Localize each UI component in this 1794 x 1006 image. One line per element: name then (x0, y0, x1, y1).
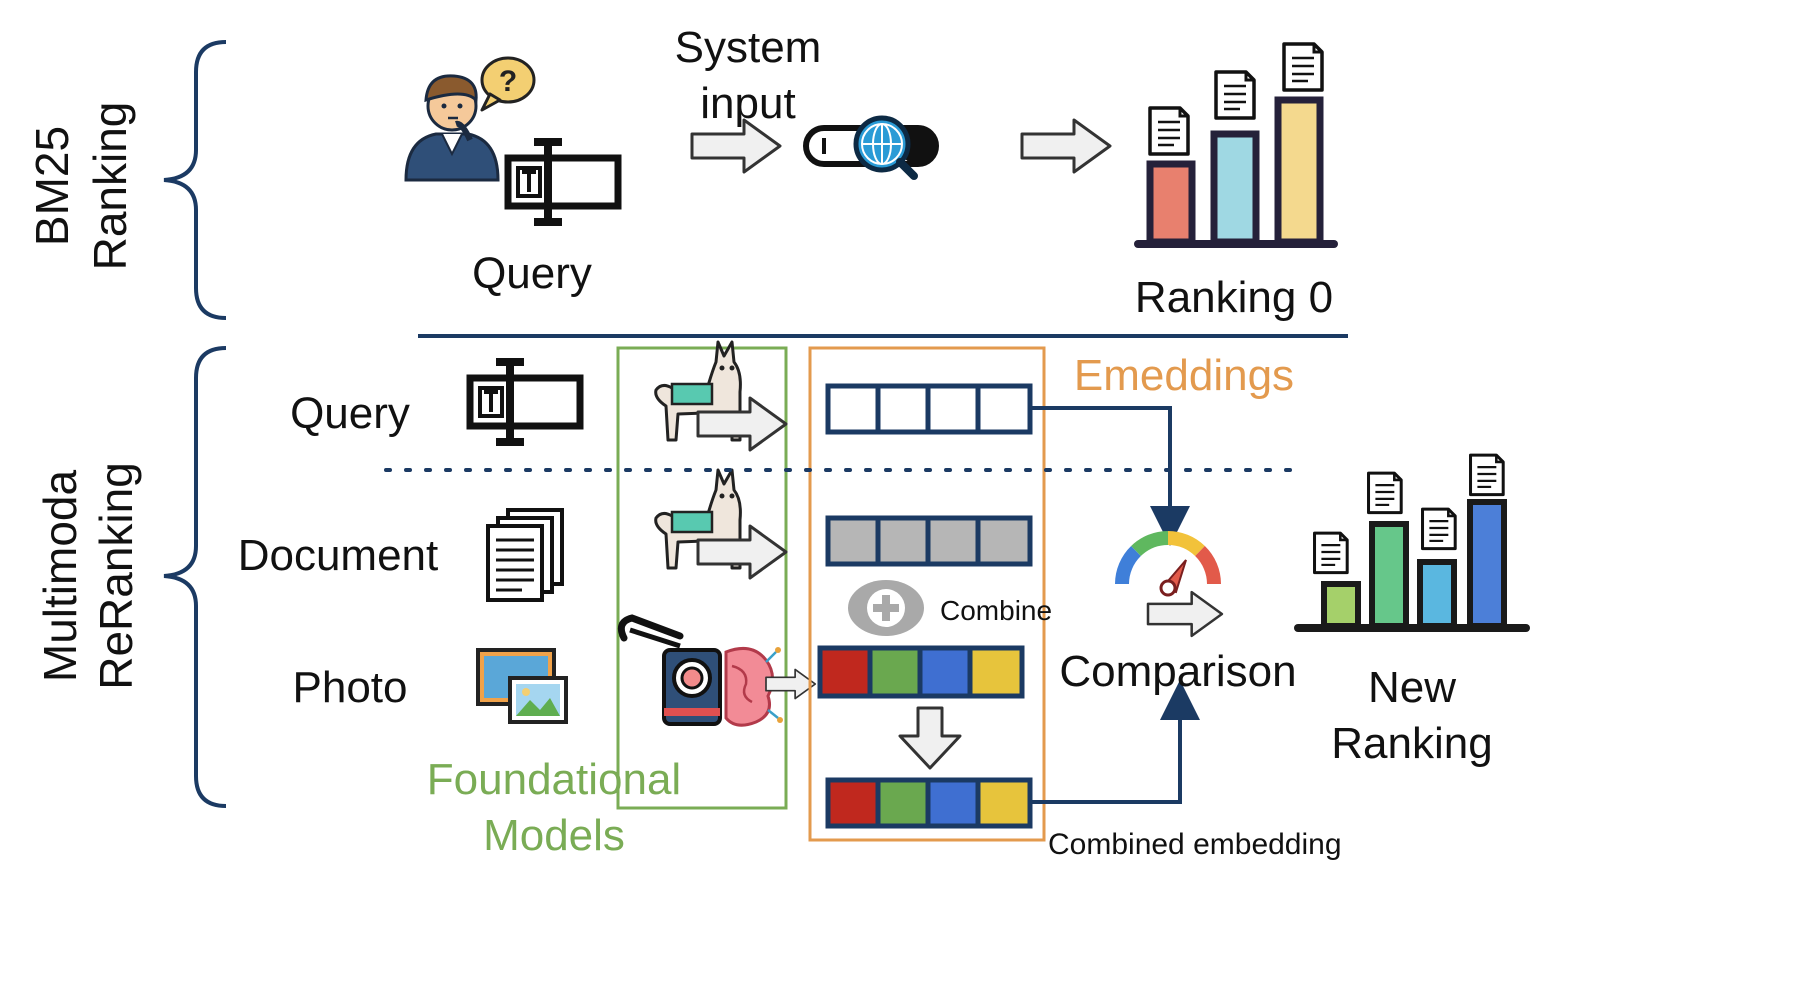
gauge-icon (1115, 531, 1221, 597)
combined-embedding (825, 777, 1033, 829)
document-icon-7 (1469, 453, 1505, 497)
foundational-models-label: Foundational (427, 755, 681, 804)
ranking-0-label: Ranking 0 (1135, 273, 1333, 322)
new-ranking-label-2: Ranking (1331, 719, 1492, 768)
row-photo-label: Photo (293, 663, 408, 712)
query-embedding (825, 383, 1033, 435)
document-icon-3 (1282, 42, 1324, 92)
document-stack-icon (486, 508, 564, 602)
arrow-down-icon (898, 706, 962, 770)
new-ranking-label: New (1368, 663, 1456, 712)
question-bubble-icon: ? (480, 56, 536, 112)
bm25-side-label-2: Ranking (84, 102, 136, 271)
multimodal-brace (163, 346, 227, 808)
system-input-label-2: input (700, 79, 795, 128)
document-icon (1148, 106, 1190, 156)
thinking-person-icon (404, 74, 500, 182)
arrow-right-icon-6 (1146, 590, 1224, 638)
bm25-query-label: Query (472, 249, 592, 298)
foundational-models-label-2: Models (483, 811, 625, 860)
document-embedding (825, 515, 1033, 567)
multimodal-side-label: Multimoda (34, 469, 86, 682)
bm25-side-label: BM25 (26, 126, 78, 246)
embeddings-label: Emeddings (1074, 351, 1294, 400)
arrow-right-icon-2 (1020, 118, 1112, 174)
text-cursor-icon (508, 142, 618, 222)
row-query-label: Query (290, 389, 410, 438)
bm25-brace (163, 40, 227, 320)
document-icon-2 (1214, 70, 1256, 120)
document-icon-6 (1421, 507, 1457, 551)
photo-stack-icon (476, 648, 568, 724)
system-input-label: System (675, 23, 822, 72)
photo-embedding (817, 645, 1025, 699)
brain-icon (724, 646, 783, 727)
foundational-models-box (616, 346, 788, 810)
document-icon-4 (1313, 531, 1349, 575)
svg-text:?: ? (499, 65, 517, 98)
globe-magnifier-icon (853, 115, 918, 180)
query-to-comparison-connector (1032, 406, 1190, 546)
text-cursor-icon-2 (470, 362, 580, 442)
combine-label: Combine (940, 595, 1052, 626)
bar-chart-icon-2 (1294, 499, 1530, 632)
plus-circle-icon (848, 580, 924, 636)
comparison-label: Comparison (1059, 647, 1296, 696)
combined-to-comparison-connector (1032, 680, 1200, 804)
multimodal-side-label-2: ReRanking (90, 462, 142, 690)
document-icon-5 (1367, 471, 1403, 515)
row-document-label: Document (238, 531, 439, 580)
camera-clip-icon (617, 614, 722, 726)
embeddings-box (808, 346, 1046, 842)
bar-chart-icon (1134, 96, 1338, 248)
combined-embedding-label: Combined embedding (1048, 828, 1342, 861)
